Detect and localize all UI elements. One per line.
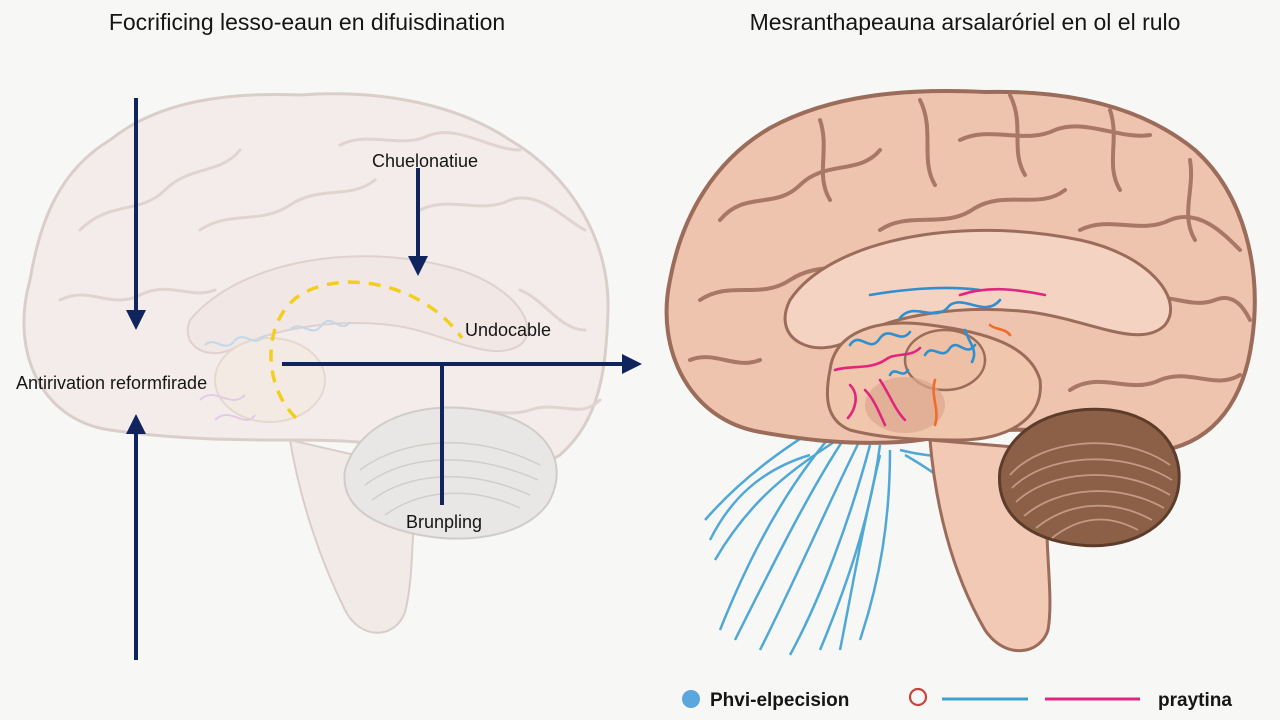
- left-cerebrum: [22, 92, 610, 472]
- left-arrows: [126, 98, 642, 660]
- legend: Phvi-elpecision praytina: [682, 687, 1232, 711]
- label-chuelonatiue: Chuelonatiue: [372, 151, 478, 171]
- right-brain-illustration: [664, 89, 1257, 656]
- left-corpus-callosum: [186, 255, 529, 355]
- legend-open-circle-icon: [908, 687, 928, 707]
- blue-vessels: [848, 286, 1002, 377]
- right-thalamus: [903, 328, 987, 392]
- cerebellum-folia: [1009, 442, 1173, 539]
- label-antirivation: Antirivation reformfirade: [16, 373, 207, 393]
- left-thalamus: [214, 337, 326, 423]
- legend-item-2: praytina: [1158, 690, 1232, 711]
- magenta-vessels: [833, 287, 1047, 427]
- hypothalamus-region: [865, 377, 945, 433]
- label-brunpling: Brunpling: [406, 512, 482, 532]
- orange-vessels: [932, 323, 1012, 427]
- dashed-pathway: [269, 280, 464, 420]
- left-brainstem: [288, 438, 422, 634]
- left-panel-title: Focrificing lesso-eaun en difuisdination: [109, 9, 505, 35]
- left-cerebellum: [343, 406, 558, 540]
- right-panel-title: Mesranthapeauna arsalaróriel en ol el ru…: [750, 9, 1181, 35]
- label-undocable: Undocable: [465, 320, 551, 340]
- nerve-fibers: [704, 418, 1031, 656]
- legend-item-1: Phvi-elpecision: [710, 690, 849, 711]
- legend-blue-dot-icon: [682, 690, 700, 708]
